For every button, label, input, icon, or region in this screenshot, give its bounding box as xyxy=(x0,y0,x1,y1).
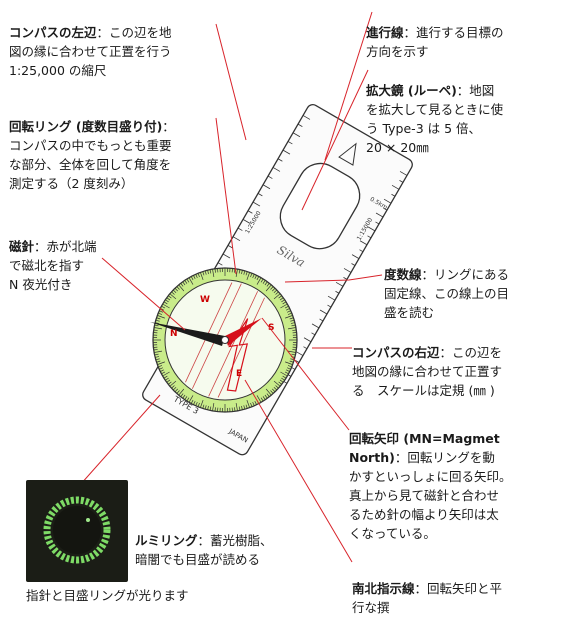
leader-magnifier xyxy=(302,70,368,210)
anno-right-edge: コンパスの右辺：この辺を 地図の縁に合わせて正置す る スケールは定規 (㎜ ) xyxy=(352,324,502,400)
anno-lumi-ring: ルミリング：蓄光樹脂、 暗闇でも目盛が読める xyxy=(135,512,273,569)
leader-index xyxy=(285,275,382,282)
anno-magnifier-title: 拡大鏡 (ルーペ) xyxy=(366,83,457,98)
leader-travel xyxy=(325,12,372,160)
leader-lumi xyxy=(80,395,160,485)
anno-ring-title: 回転リング (度数目盛り付) xyxy=(9,119,162,134)
anno-needle: 磁針：赤が北端 で磁北を指す N 夜光付き xyxy=(9,218,97,294)
anno-ring: 回転リング (度数目盛り付)： コンパスの中でもっとも重要 な部分、全体を回して… xyxy=(9,98,175,193)
anno-travel-title: 進行線 xyxy=(366,25,404,40)
anno-ns-lines: 南北指示線：回転矢印と平 行な撰 xyxy=(352,560,502,617)
anno-left-edge-title: コンパスの左辺 xyxy=(9,25,97,40)
anno-left-edge: コンパスの左辺：この辺を地 図の縁に合わせて正置を行う 1:25,000 の縮尺 xyxy=(9,4,172,80)
anno-needle-title: 磁針 xyxy=(9,239,34,254)
anno-magnifier: 拡大鏡 (ルーペ)：地図 を拡大して見るときに使 う Type-3 は 5 倍、… xyxy=(366,62,503,157)
anno-index-title: 度数線 xyxy=(384,267,422,282)
anno-travel-line: 進行線：進行する目標の 方向を示す xyxy=(366,4,504,61)
leader-ring xyxy=(216,118,236,274)
anno-lumi-title: ルミリング xyxy=(135,533,198,548)
anno-ns-title: 南北指示線 xyxy=(352,581,415,596)
luminous-ring-photo xyxy=(26,480,128,582)
anno-right-edge-title: コンパスの右辺 xyxy=(352,345,440,360)
leader-arrow xyxy=(262,318,349,430)
anno-index-line: 度数線：リングにある 固定線、この線上の目 盛を読む xyxy=(384,246,509,322)
photo-caption: 指針と目盛リングが光ります xyxy=(26,585,189,604)
leader-needle xyxy=(102,258,185,330)
leader-left-edge xyxy=(216,24,246,140)
glow-ring-icon xyxy=(26,480,128,582)
anno-arrow: 回転矢印 (MN=Magmet North)：回転リングを動 かすといっしょに回… xyxy=(349,410,512,543)
